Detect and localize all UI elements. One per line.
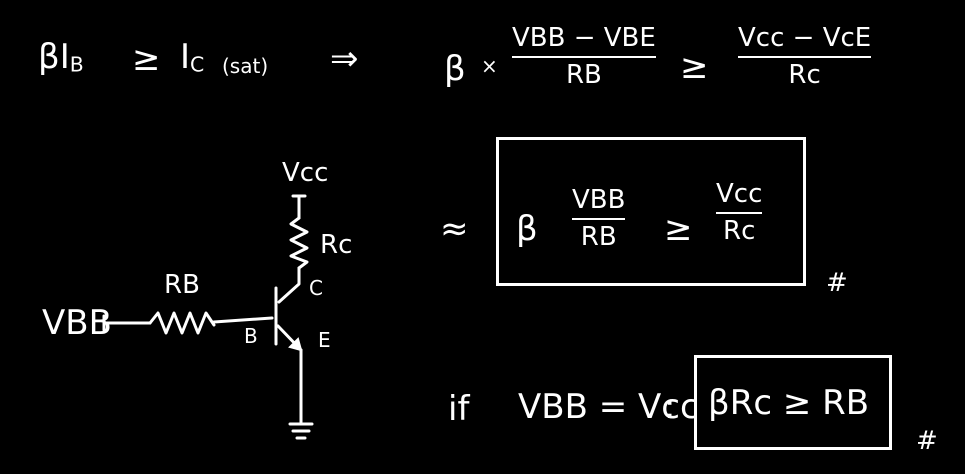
beta-symbol-approx: β: [516, 209, 538, 249]
base-wire: [212, 316, 274, 324]
sat-label: (sat): [222, 54, 269, 78]
fraction-bar: [512, 55, 656, 58]
condition-colon: :: [664, 387, 676, 427]
end-mark-approx: #: [826, 268, 848, 298]
fraction-vbb-rb: VBB RB: [572, 185, 626, 252]
end-mark-condition: #: [916, 426, 938, 456]
geq-symbol-top-left: ≥: [132, 39, 161, 79]
fraction-bar: [738, 55, 872, 58]
geq-symbol-top-right: ≥: [680, 47, 709, 87]
approx-result-box: [496, 137, 806, 286]
vcc-label: Vcc: [282, 158, 329, 188]
rb-resistor: [148, 311, 216, 335]
fraction-numerator: Vcc − VcE: [738, 23, 872, 53]
fraction-vcc-rc: Vcc Rc: [716, 179, 763, 246]
fraction-denominator: RB: [580, 221, 617, 252]
fraction-numerator: Vcc: [716, 179, 763, 209]
implies-arrow: ⇒: [330, 39, 359, 79]
times-symbol: ×: [481, 54, 498, 78]
emitter-label: E: [318, 328, 331, 352]
rc-label: Rc: [320, 230, 353, 260]
vbb-label: VBB: [42, 303, 112, 343]
fraction-base-current: VBB − VBE RB: [512, 24, 656, 89]
geq-symbol-approx: ≥: [664, 209, 693, 249]
condition-equation: VBB = Vcc: [518, 387, 699, 427]
fraction-collector-current: Vcc − VcE Rc: [738, 23, 872, 90]
fraction-denominator: Rc: [723, 215, 756, 246]
collector-label: C: [309, 276, 323, 300]
condition-result-box: [694, 355, 892, 450]
fraction-denominator: Rc: [788, 59, 821, 90]
if-label: if: [448, 389, 470, 429]
rb-label: RB: [164, 270, 200, 300]
fraction-numerator: VBB: [572, 185, 626, 215]
ic-symbol: IC: [180, 37, 205, 77]
emitter-arrow: [288, 337, 303, 352]
fraction-bar: [572, 217, 626, 220]
beta-ib-symbol: βIB: [38, 37, 84, 77]
condition-result: βRc ≥ RB: [708, 383, 870, 423]
fraction-numerator: VBB − VBE: [512, 23, 656, 53]
approx-symbol: ≈: [440, 209, 469, 249]
fraction-denominator: RB: [565, 59, 602, 90]
rc-resistor: [289, 216, 309, 270]
fraction-bar: [716, 211, 763, 214]
beta-symbol-top-right: β: [444, 49, 466, 89]
collector-wire: [277, 266, 301, 304]
base-label: B: [244, 324, 258, 348]
